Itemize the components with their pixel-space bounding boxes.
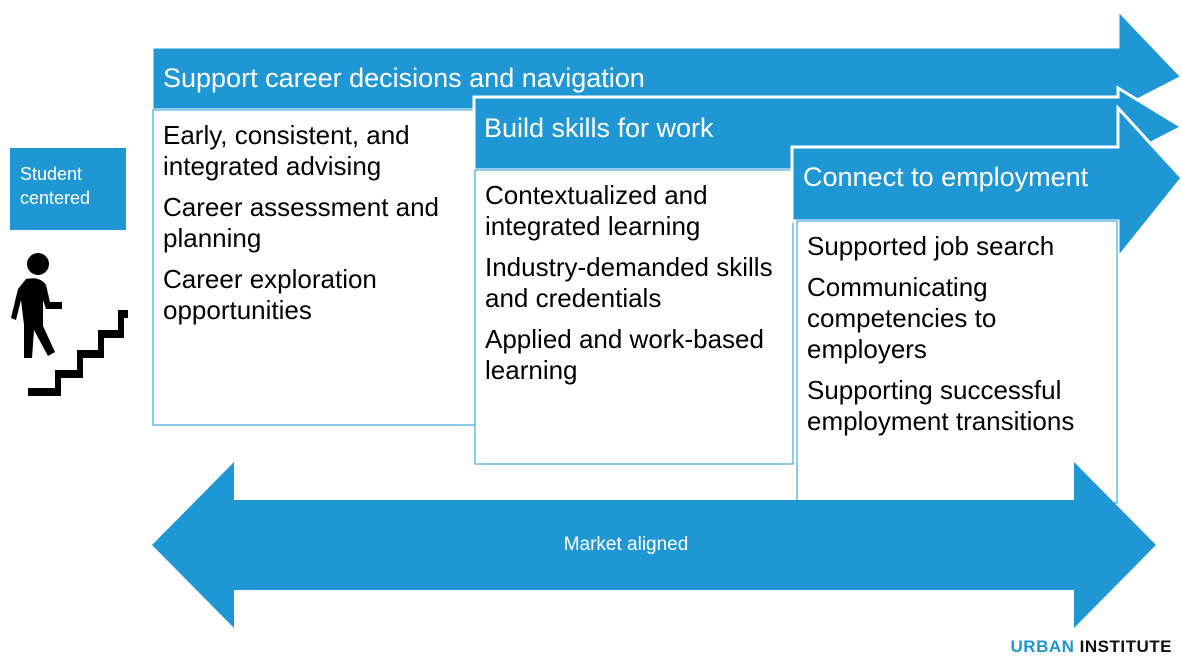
list-item: Communicating competencies to employers <box>807 272 997 364</box>
brand-part1: URBAN <box>1010 637 1075 656</box>
stage-3-item-list: Supported job search Communicating compe… <box>807 231 1107 447</box>
brand-part2: INSTITUTE <box>1079 637 1172 656</box>
student-centered-label-box: Student centered <box>10 148 126 230</box>
stage-2-box <box>474 169 794 465</box>
urban-institute-logo: URBAN INSTITUTE <box>1011 637 1172 657</box>
foundation-double-arrow <box>152 462 1156 628</box>
stage-1-item-list: Early, consistent, and integrated advisi… <box>163 120 463 336</box>
list-item: Career assessment and planning <box>163 192 440 253</box>
stage-2-title: Build skills for work <box>484 113 714 143</box>
list-item: Early, consistent, and integrated advisi… <box>163 120 410 181</box>
stage-1-arrow <box>150 6 1182 112</box>
stage-1-title: Support career decisions and navigation <box>163 63 645 93</box>
stage-3-box <box>796 220 1118 504</box>
list-item: Contextualized and integrated learning <box>485 180 708 241</box>
stage-3-title: Connect to employment <box>803 162 1089 192</box>
student-label-line1: Student <box>20 164 83 184</box>
list-item: Supporting successful employment transit… <box>807 375 1075 436</box>
student-label-line2: centered <box>20 188 91 208</box>
stage-2-item-list: Contextualized and integrated learning I… <box>485 180 775 396</box>
list-item: Applied and work-based learning <box>485 324 764 385</box>
list-item: Supported job search <box>807 231 1055 261</box>
list-item: Career exploration opportunities <box>163 264 377 325</box>
person-climbing-stairs-icon <box>11 253 128 396</box>
foundation-label: Market aligned <box>563 534 689 555</box>
list-item: Industry-demanded skills and credentials <box>485 252 773 313</box>
